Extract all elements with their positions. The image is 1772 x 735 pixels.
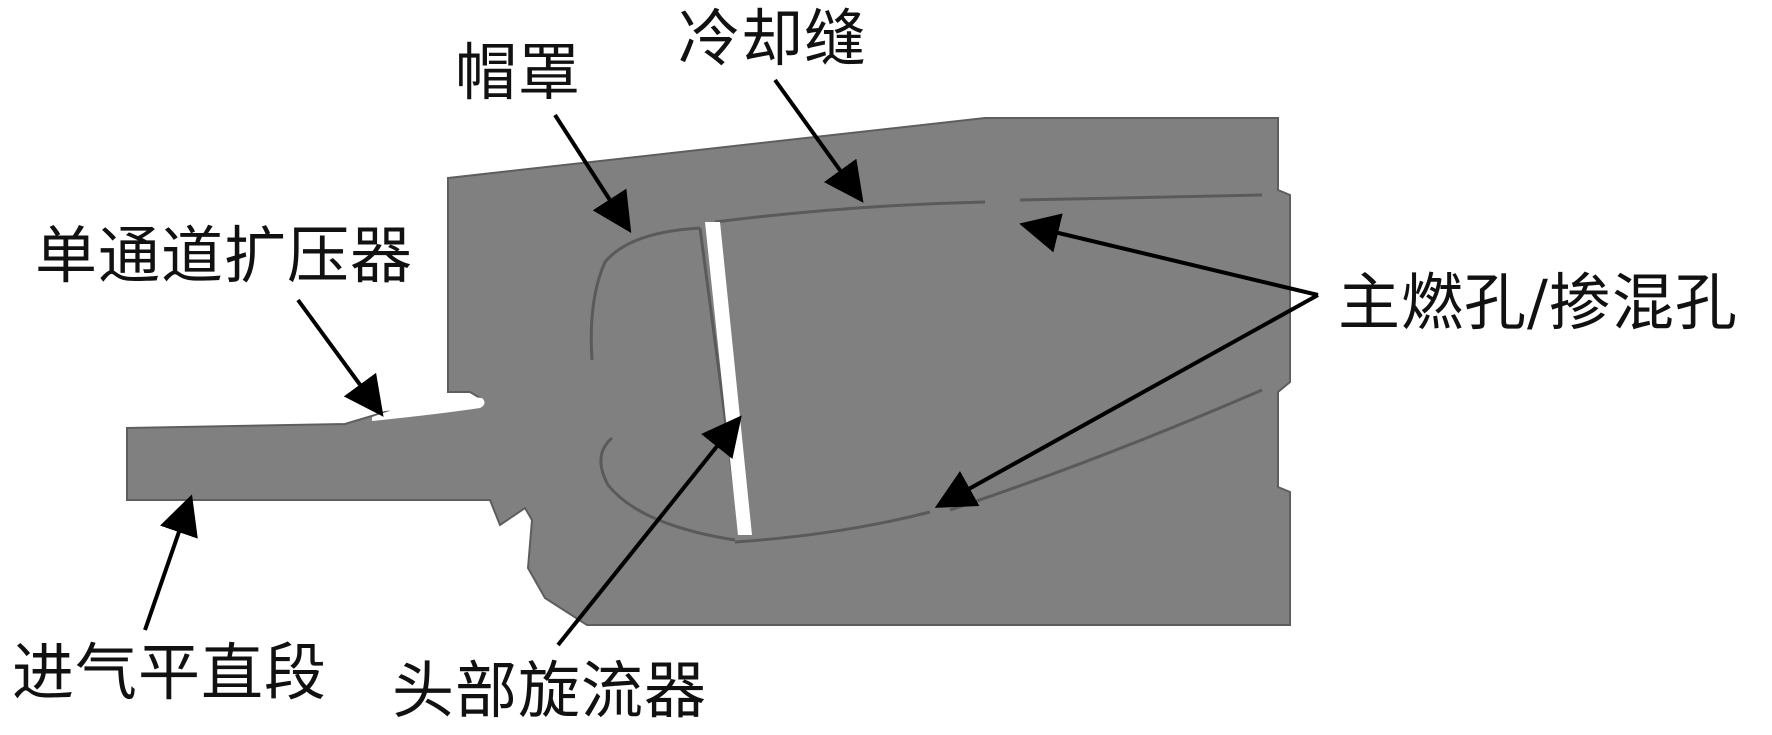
- label-diffuser: 单通道扩压器: [35, 219, 414, 292]
- combustor-body: [126, 117, 1291, 626]
- arrow-cooling-slot: [773, 78, 864, 203]
- upper-liner-line-2: [1019, 193, 1263, 202]
- cowl-upper-line: [589, 226, 701, 361]
- cowl-lower-line: [599, 436, 736, 542]
- upper-liner-line: [714, 200, 986, 224]
- arrow-inlet: [143, 494, 198, 631]
- label-swirler: 头部旋流器: [392, 654, 708, 727]
- arrow-diffuser: [296, 298, 384, 417]
- diffuser-gap: [372, 396, 485, 421]
- lower-liner-line-2: [949, 388, 1263, 512]
- lower-liner-line: [734, 510, 931, 544]
- arrow-swirler: [556, 415, 742, 647]
- label-cooling-slot: 冷却缝: [678, 2, 868, 75]
- label-cowl: 帽罩: [455, 36, 582, 109]
- arrow-cowl: [553, 113, 632, 234]
- arrow-holes-lower: [934, 293, 1319, 508]
- arrow-holes-upper: [1019, 213, 1319, 297]
- label-inlet: 进气平直段: [12, 636, 328, 709]
- label-holes: 主燃孔/掺混孔: [1338, 266, 1738, 339]
